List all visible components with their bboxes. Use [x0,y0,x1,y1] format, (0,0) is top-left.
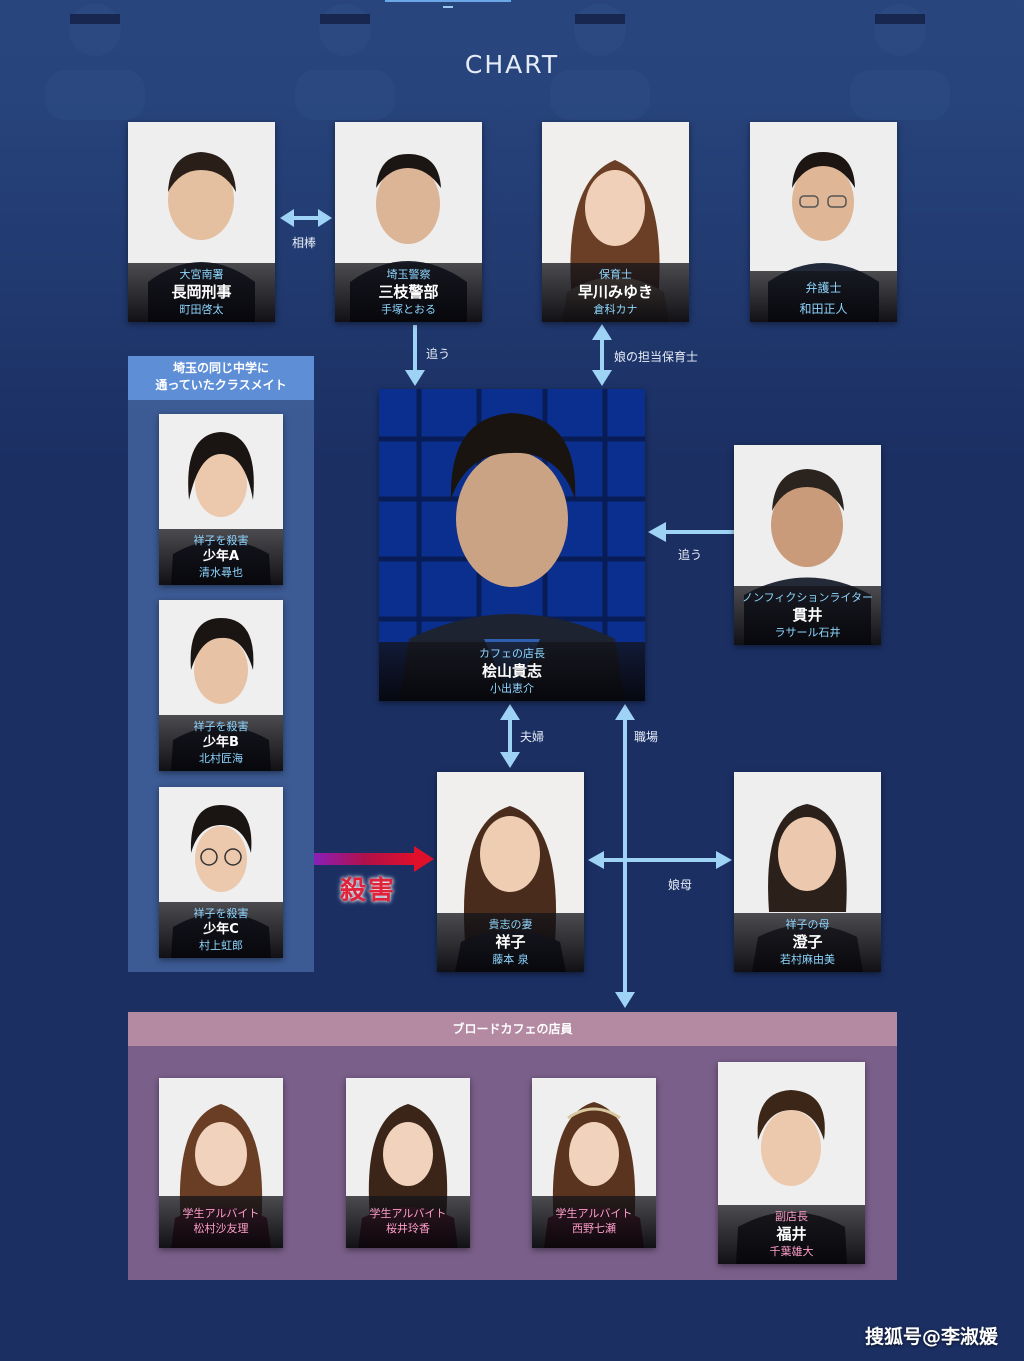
caption: 学生アルバイト 桜井玲香 [346,1196,470,1248]
card-staff-1[interactable]: 学生アルバイト 松村沙友理 [159,1078,283,1248]
card-lawyer[interactable]: 弁護士 和田正人 [750,122,897,322]
caption: カフェの店長 桧山貴志 小出恵介 [379,642,645,701]
actor-name: 小出恵介 [490,682,534,695]
actor-name: 手塚とおる [381,303,436,316]
school-group-heading: 埼玉の同じ中学に 通っていたクラスメイト [128,356,314,400]
school-heading-line2: 通っていたクラスメイト [155,378,287,392]
label-chase-inspector: 追う [426,347,451,361]
role-label: 貴志の妻 [488,918,533,931]
role-label: カフェの店長 [479,647,545,660]
character-name: 少年A [202,549,240,564]
actor-name: 藤本 泉 [492,953,529,966]
page-title: CHART [464,50,560,79]
actor-name: 村上虹郎 [199,939,243,952]
card-staff-2[interactable]: 学生アルバイト 桜井玲香 [346,1078,470,1248]
role-label: 副店長 [775,1210,808,1223]
actor-name: 和田正人 [799,302,848,316]
caption: 貴志の妻 祥子 藤本 泉 [437,913,584,972]
caption: 祥子を殺害 少年C 村上虹郎 [159,902,283,958]
character-name: 三枝警部 [378,283,439,301]
card-hiyama[interactable]: カフェの店長 桧山貴志 小出恵介 [379,389,645,701]
role-label: 弁護士 [805,281,842,295]
card-saegusa[interactable]: 埼玉警察 三枝警部 手塚とおる [335,122,482,322]
character-name: 澄子 [792,933,823,951]
actor-name: 千葉雄大 [769,1245,814,1258]
label-mother-daughter: 娘母 [668,878,693,892]
role-label: ノンフィクションライター [741,591,873,604]
character-name: 少年C [203,922,239,937]
character-name: 桧山貴志 [481,662,542,680]
role-label: 学生アルバイト [555,1207,633,1220]
background-silhouettes [0,0,1024,120]
actor-name: 町田啓太 [179,303,224,316]
character-name: 貫井 [792,606,823,624]
card-nukui[interactable]: ノンフィクションライター 貫井 ラサール石井 [734,445,881,645]
role-label: 祥子を殺害 [193,534,249,547]
character-name: 早川みゆき [577,283,653,301]
cafe-group-heading: ブロードカフェの店員 [128,1012,897,1046]
role-label: 学生アルバイト [369,1207,447,1220]
actor-name: 松村沙友理 [193,1222,249,1235]
card-hayakawa[interactable]: 保育士 早川みゆき 倉科カナ [542,122,689,322]
role-label: 祥子の母 [785,918,830,931]
arrow-kill [314,853,416,865]
school-heading-line1: 埼玉の同じ中学に [172,361,269,375]
actor-name: 若村麻由美 [780,953,835,966]
card-boy-b[interactable]: 祥子を殺害 少年B 北村匠海 [159,600,283,771]
caption: 埼玉警察 三枝警部 手塚とおる [335,263,482,322]
watermark: 搜狐号@李淑媛 [864,1326,998,1348]
label-kill: 殺害 [340,876,397,906]
card-fukui[interactable]: 副店長 福井 千葉雄大 [718,1062,865,1264]
actor-name: ラサール石井 [774,626,841,639]
caption: ノンフィクションライター 貫井 ラサール石井 [734,586,881,645]
role-label: 大宮南署 [179,268,224,281]
label-couple: 夫婦 [520,730,545,744]
label-chase-writer: 追う [678,548,703,562]
card-boy-c[interactable]: 祥子を殺害 少年C 村上虹郎 [159,787,283,958]
label-workplace: 職場 [634,730,659,744]
top-accent-tick [443,0,453,8]
card-nagaoka[interactable]: 大宮南署 長岡刑事 町田啓太 [128,122,275,322]
role-label: 学生アルバイト [182,1207,260,1220]
cafe-heading-label: ブロードカフェの店員 [452,1022,573,1036]
card-staff-3[interactable]: 学生アルバイト 西野七瀬 [532,1078,656,1248]
caption: 学生アルバイト 西野七瀬 [532,1196,656,1248]
caption: 大宮南署 長岡刑事 町田啓太 [128,263,275,322]
caption: 祥子を殺害 少年B 北村匠海 [159,715,283,771]
role-label: 祥子を殺害 [193,720,249,733]
character-name: 長岡刑事 [171,283,232,301]
label-daughter-teacher: 娘の担当保育士 [614,350,699,364]
character-name: 少年B [203,735,239,750]
arrow-kill-head [414,846,434,872]
caption: 副店長 福井 千葉雄大 [718,1205,865,1264]
character-name: 福井 [776,1225,807,1243]
card-boy-a[interactable]: 祥子を殺害 少年A 清水尋也 [159,414,283,585]
actor-name: 清水尋也 [199,566,243,579]
caption: 弁護士 和田正人 [750,271,897,322]
card-shoko[interactable]: 貴志の妻 祥子 藤本 泉 [437,772,584,972]
actor-name: 倉科カナ [593,303,638,316]
caption: 保育士 早川みゆき 倉科カナ [542,263,689,322]
caption: 祥子を殺害 少年A 清水尋也 [159,529,283,585]
label-partner: 相棒 [292,236,317,250]
role-label: 埼玉警察 [386,268,431,281]
actor-name: 北村匠海 [199,752,243,765]
actor-name: 桜井玲香 [386,1222,430,1235]
caption: 学生アルバイト 松村沙友理 [159,1196,283,1248]
character-name: 祥子 [495,933,526,951]
top-accent-line [385,0,511,2]
caption: 祥子の母 澄子 若村麻由美 [734,913,881,972]
role-label: 保育士 [599,268,632,281]
card-sumiko[interactable]: 祥子の母 澄子 若村麻由美 [734,772,881,972]
role-label: 祥子を殺害 [193,907,249,920]
actor-name: 西野七瀬 [572,1222,616,1235]
